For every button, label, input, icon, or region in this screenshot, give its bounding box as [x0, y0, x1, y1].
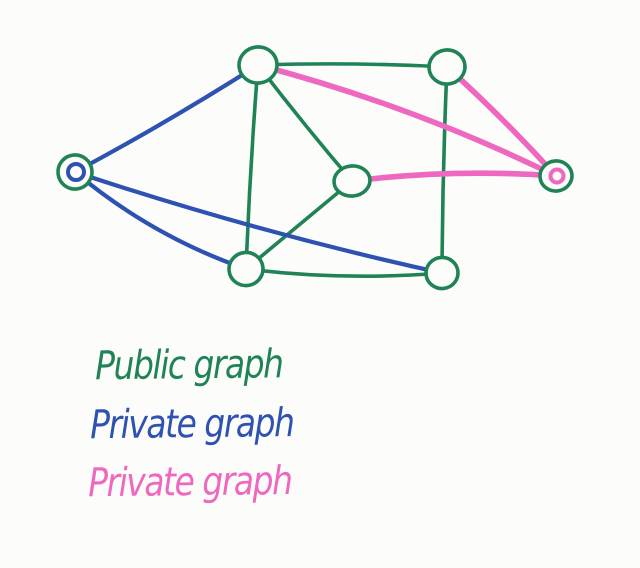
edge-left-bottom-right: [72, 169, 445, 276]
edge-center-bottom-left: [244, 179, 354, 271]
edge-top-center-top-right: [256, 62, 449, 69]
edge-top-right-bottom-right: [440, 65, 449, 275]
edge-top-center-right: [255, 62, 559, 179]
node-center: [332, 164, 372, 198]
node-bottom-right: [424, 255, 460, 291]
edge-left-bottom-left: [72, 169, 249, 272]
edge-bottom-left-bottom-right: [244, 267, 444, 278]
node-bottom-left: [227, 250, 265, 288]
edge-top-center-bottom-left: [244, 63, 260, 271]
node-left-inner-mark: [66, 162, 86, 182]
edge-top-center-center: [256, 63, 354, 183]
edge-top-right-right: [444, 64, 559, 179]
node-right: [538, 159, 574, 193]
node-top-right: [427, 48, 467, 86]
node-left: [56, 153, 94, 191]
edge-center-right: [349, 170, 559, 184]
node-top-center: [237, 45, 279, 85]
node-right-inner-mark: [548, 167, 566, 185]
edge-left-top-center: [72, 62, 261, 175]
